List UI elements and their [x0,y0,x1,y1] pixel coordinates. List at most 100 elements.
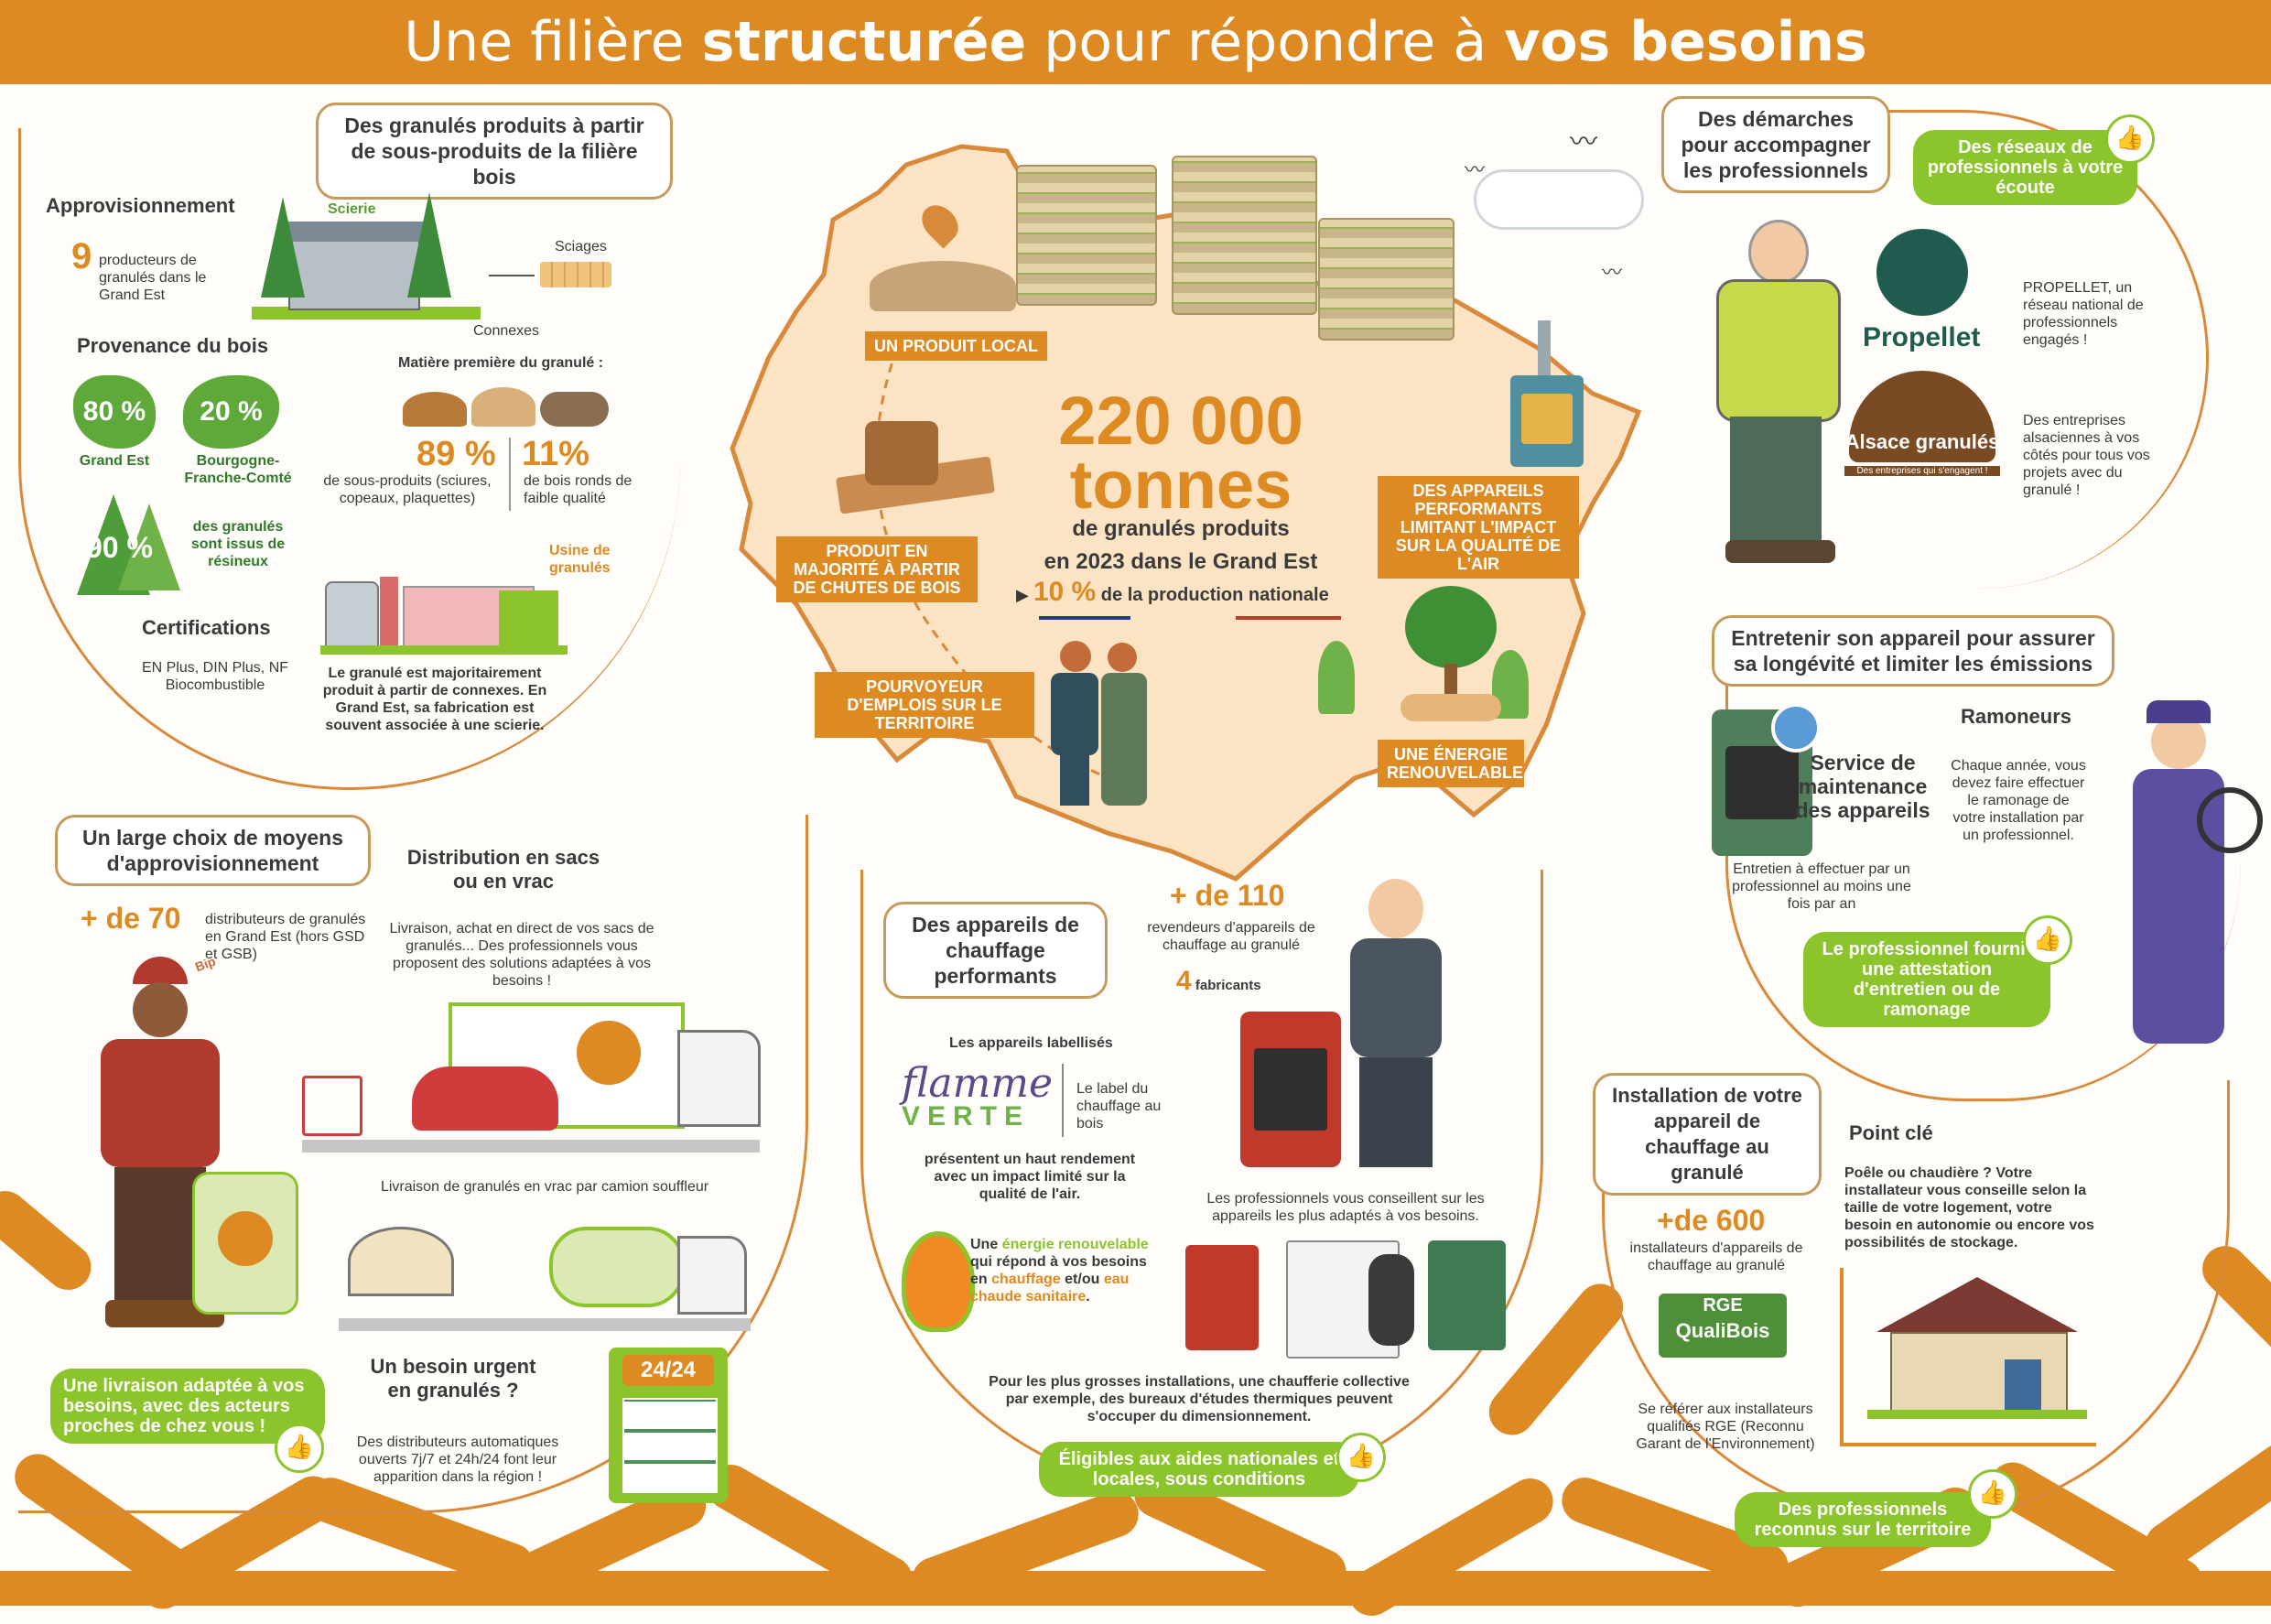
producers-text: producteurs de granulés dans le Grand Es… [99,253,207,303]
planks-icon [540,262,611,287]
approvisionnement-heading: Approvisionnement [46,194,235,217]
point-cle-heading: Point clé [1849,1121,1933,1144]
raw-materials-icon [403,383,622,428]
connexes-label: Connexes [473,323,540,339]
conseil-text: Les professionnels vous conseillent sur … [1206,1191,1485,1224]
tag-chutes-bois: Produit en majorité à partir de chutes d… [776,536,978,602]
delivery-man-illustration [64,957,247,1341]
cloud-icon [1474,169,1644,230]
provenance-heading: Provenance du bois [77,334,269,357]
chimney-sweep-illustration [2105,696,2263,1053]
title-part1: Une filière [404,10,702,74]
thumbs-up-icon: 👍 [1336,1433,1386,1482]
ramoneurs-heading: Ramoneurs [1961,705,2072,728]
sacs-text: Livraison, achat en direct de vos sacs d… [389,921,654,989]
urgent-text: Des distributeurs automatiques ouverts 7… [356,1435,559,1485]
service-heading: Service de maintenance des appareils [1795,751,1930,822]
resineux-pct: 90 % [86,531,153,564]
bois-ronds-text: de bois ronds de faible qualité [524,473,633,506]
resineux-text: des granulés sont issus de résineux [190,519,286,569]
arrow-line-icon [489,275,535,276]
thumbs-up-icon: 👍 [1968,1469,2017,1519]
professional-man-illustration [1689,220,1872,568]
alsace-granules-logo: Alsace granulés Des entreprises qui s'en… [1840,371,2005,490]
label-text: Le label du chauffage au bois [1076,1081,1162,1131]
point-cle-text: Poêle ou chaudière ? Votre installateur … [1844,1165,2094,1250]
thumbs-up-icon: 👍 [275,1424,324,1473]
title-part4: vos besoins [1504,10,1867,74]
installateurs-text: installateurs d'appareils de chauffage a… [1629,1240,1803,1273]
title-part2: structurée [701,10,1027,74]
attestation-bubble: Le professionnel fournit une attestation… [1803,932,2050,1027]
pct-bois-ronds: 11% [522,435,589,473]
sawmill-illustration: Scierie [233,192,481,319]
title-part3: pour répondre à [1026,10,1505,74]
bird-icon-3: 〰 [1602,261,1623,284]
installateurs-count: +de 600 [1657,1204,1766,1237]
house-illustration [1867,1277,2087,1419]
sous-produits-text: de sous-produits (sciures, copeaux, plaq… [323,473,492,506]
distribution-title: Un large choix de moyens d'approvisionne… [55,815,371,886]
bfc-map-icon: 20 % [183,375,279,449]
tag-appareils-performants: Des appareils performants limitant l'imp… [1378,476,1579,579]
wood-offcuts-icon [828,421,995,522]
rendement-text: présentent un haut rendement avec un imp… [924,1152,1136,1202]
usine-text: Le granulé est majoritairement produit à… [322,666,547,733]
bird-icon-2: 〰 [1465,158,1486,181]
logo-divider [1062,1064,1064,1137]
pros-title: Des démarches pour accompagner les profe… [1661,96,1890,193]
national-share: ▶ 10 % de la production nationale [1016,577,1329,607]
alsace-logo-text: Alsace granulés [1844,430,2000,453]
labellises-label: Les appareils labellisés [949,1035,1113,1051]
stove-red-icon [1240,1012,1341,1167]
trees-and-logs-icon [1318,586,1538,723]
producers-count: 9 [71,236,92,276]
supply-title: Des granulés produits à partir de sous-p… [316,103,673,200]
conifer-trees-icon: 90 % [77,494,180,595]
pellet-bags-stack-1 [1016,165,1157,306]
ramoneurs-text: Chaque année, vous devez faire effectuer… [1951,758,2086,843]
stove-icon [1510,320,1584,467]
flame-icon [902,1231,975,1332]
tag-produit-local: Un produit local [865,331,1047,361]
pellet-bags-stack-2 [1172,156,1317,315]
sacs-heading: Distribution en sacs ou en vrac [406,846,600,893]
vending-machine-icon: 24/24 [609,1348,728,1503]
pros-circle-outline [1693,110,2209,589]
axis-horizontal-icon [1840,1443,2096,1446]
urgent-heading: Un besoin urgent en granulés ? [370,1355,536,1402]
pellet-factory-illustration [320,549,568,655]
thumbs-up-icon: 👍 [2023,915,2072,965]
appareils-title: Des appareils de chauffage performants [883,902,1108,999]
sciages-label: Sciages [555,239,607,254]
blower-truck-illustration [339,1208,751,1332]
aides-bubble: Éligibles aux aides nationales et locale… [1039,1442,1359,1497]
page-title: Une filière structurée pour répondre à v… [0,0,2271,84]
flag-line-red [1236,616,1341,620]
reseaux-bubble: Des réseaux de professionnels à votre éc… [1913,130,2137,205]
pellet-bag-icon [192,1172,298,1315]
grosses-installations-text: Pour les plus grosses installations, une… [989,1374,1410,1424]
supply-circle-outline [18,128,680,790]
distributors-count: + de 70 [81,902,181,935]
pellet-bags-stack-3 [1318,218,1455,341]
distributors-text: distributeurs de granulés en Grand Est (… [205,912,366,962]
service-text: Entretien à effectuer par un professionn… [1732,861,1911,912]
energie-text: Une énergie renouvelable qui répond à vo… [970,1237,1149,1305]
axis-vertical-icon [1840,1268,1844,1446]
rge-text: Se référer aux installateurs qualifiés R… [1636,1402,1815,1452]
certifications-list: EN Plus, DIN Plus, NF Biocombustible [141,660,289,693]
bird-icon: 〰 [1570,127,1597,157]
heating-appliances-icon [1185,1240,1515,1359]
h24-label: 24/24 [622,1355,714,1386]
workers-illustration [1051,632,1152,806]
maintenance-title: Entretenir son appareil pour assurer sa … [1712,615,2114,687]
reconnus-bubble: Des professionnels reconnus sur le terri… [1735,1492,1991,1547]
flag-line-blue [1039,616,1130,620]
revendeurs-text: revendeurs d'appareils de chauffage au g… [1147,920,1315,953]
tag-energie-renouvelable: Une énergie renouvelable [1378,740,1524,787]
alsace-text: Des entreprises alsaciennes à vos côtés … [2023,413,2150,498]
scierie-label: Scierie [328,201,376,217]
